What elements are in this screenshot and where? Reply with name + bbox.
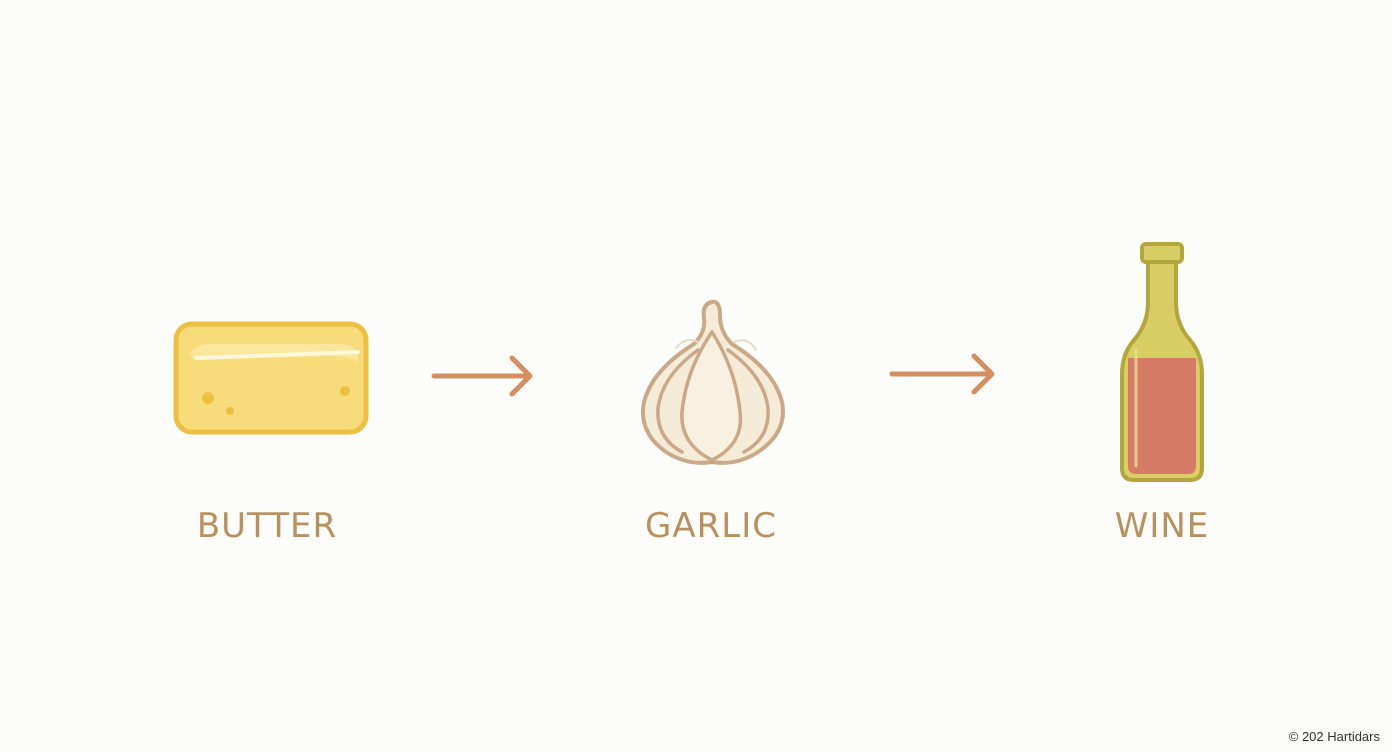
wine-bottle-icon <box>1116 240 1208 486</box>
arrow-right-icon <box>888 350 1000 398</box>
step-label-butter: BUTTER <box>196 506 338 546</box>
step-label-wine: WINE <box>1114 506 1210 546</box>
step-label-garlic: GARLIC <box>645 506 777 546</box>
copyright-text: © 202 Hartidars <box>1288 729 1380 744</box>
arrow-right-icon <box>430 352 538 400</box>
garlic-icon <box>632 292 794 470</box>
butter-icon <box>168 316 376 442</box>
